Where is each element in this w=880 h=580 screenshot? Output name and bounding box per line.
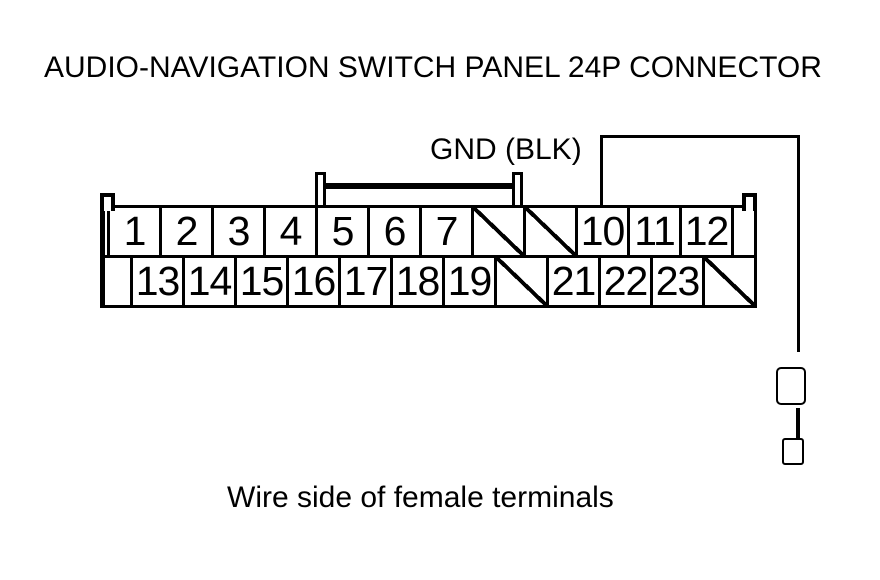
- pin-cell-16: 16: [286, 255, 341, 308]
- gnd-wire-horizontal: [600, 135, 800, 138]
- pin-cell-3: 3: [211, 205, 266, 258]
- blocked-pin-cell: [494, 255, 549, 308]
- pin-cell-10: 10: [575, 205, 630, 258]
- pin-cell-11: 11: [627, 205, 682, 258]
- gnd-terminal-end-symbol: [782, 438, 804, 465]
- shell-notch-right: [742, 193, 757, 211]
- gnd-wire-label: GND (BLK): [430, 133, 582, 166]
- pin-cell-2: 2: [159, 205, 214, 258]
- pin-cell-18: 18: [390, 255, 445, 308]
- gnd-terminal-link-line: [796, 408, 800, 438]
- pin-cell-17: 17: [338, 255, 393, 308]
- gnd-wire-vertical-right: [797, 135, 800, 352]
- pin-cell-15: 15: [234, 255, 289, 308]
- pin-cell-14: 14: [182, 255, 237, 308]
- spacer-cell: [102, 255, 133, 308]
- gnd-wire-vertical-left: [600, 135, 603, 206]
- pin-cell-13: 13: [130, 255, 185, 308]
- gnd-terminal-symbol: [776, 367, 806, 405]
- connector-latch-post-right: [512, 172, 523, 205]
- pin-cell-7: 7: [419, 205, 474, 258]
- pin-cell-1: 1: [107, 205, 162, 258]
- diagram-title: AUDIO-NAVIGATION SWITCH PANEL 24P CONNEC…: [44, 51, 822, 84]
- pin-cell-6: 6: [367, 205, 422, 258]
- pin-cell-4: 4: [263, 205, 318, 258]
- pin-cell-5: 5: [315, 205, 370, 258]
- pin-cell-23: 23: [650, 255, 705, 308]
- pin-cell-21: 21: [546, 255, 601, 308]
- connector-latch-post-left: [315, 172, 326, 205]
- shell-notch-left: [100, 193, 115, 211]
- pin-cell-12: 12: [679, 205, 734, 258]
- blocked-pin-cell: [523, 205, 578, 258]
- spacer-cell: [731, 205, 757, 258]
- blocked-pin-cell: [702, 255, 757, 308]
- pin-cell-19: 19: [442, 255, 497, 308]
- connector-latch-bar: [320, 183, 516, 189]
- blocked-pin-cell: [471, 205, 526, 258]
- pin-cell-22: 22: [598, 255, 653, 308]
- view-caption: Wire side of female terminals: [227, 481, 614, 514]
